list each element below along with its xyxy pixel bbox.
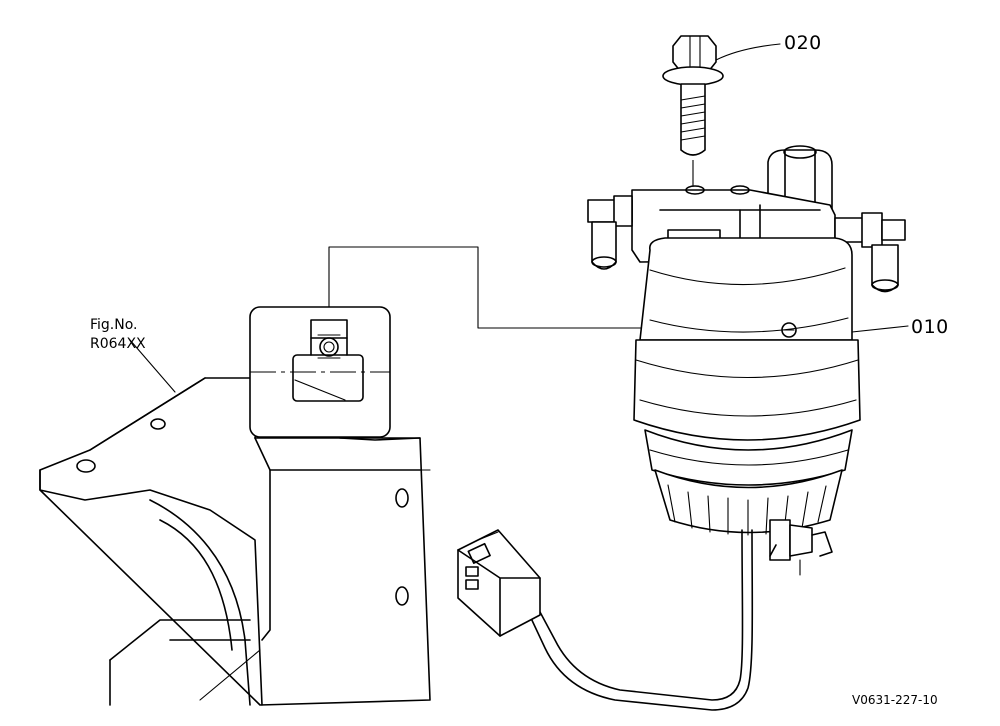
part-number-020: 020 <box>784 32 822 54</box>
drawing-code: V0631-227-10 <box>852 693 938 707</box>
figure-reference-line2: R064XX <box>90 336 146 352</box>
mounting-frame <box>39 377 431 706</box>
filter-bowl-part-010 <box>633 237 861 576</box>
part-number-010: 010 <box>911 316 949 338</box>
leader-line-figure-reference <box>129 339 176 393</box>
leader-line-010 <box>851 325 909 333</box>
figure-reference-line1: Fig.No. <box>90 317 138 333</box>
figure-reference-label: Fig.No. R064XX <box>90 316 146 354</box>
sensor-wire-harness <box>457 529 754 711</box>
bolt-part-020 <box>662 35 724 195</box>
leader-line-020 <box>715 43 781 61</box>
bracket-detail-plate <box>249 306 391 438</box>
